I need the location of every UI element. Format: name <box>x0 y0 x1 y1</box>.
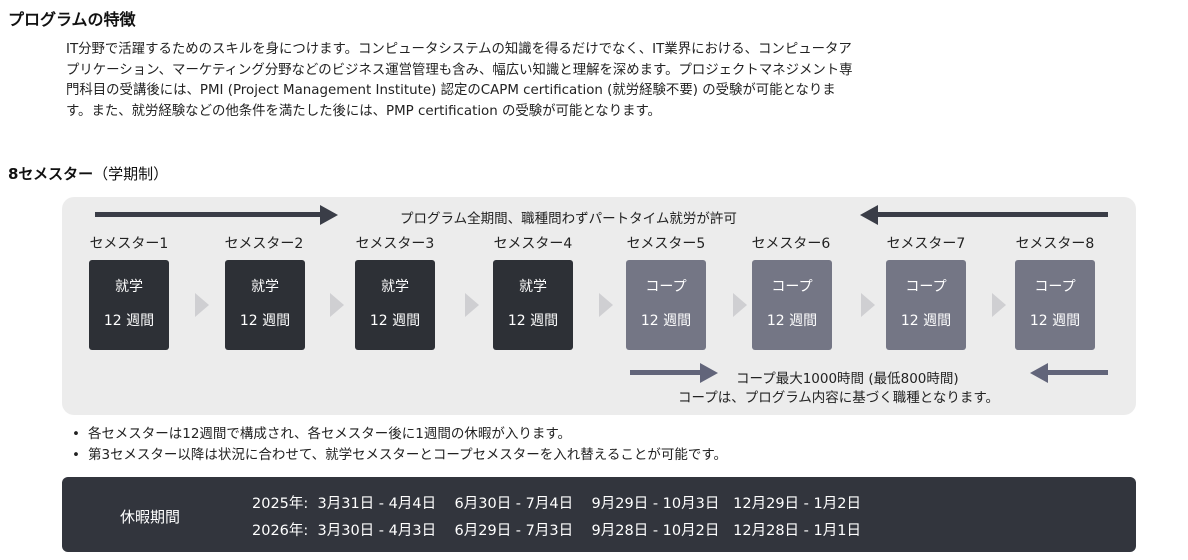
semester-duration: 12 週間 <box>239 313 291 329</box>
semester-type: 就学 <box>519 279 547 295</box>
semester-box-coop: コープ 12 週間 <box>886 260 966 350</box>
list-item: 第3セメスター以降は状況に合わせて、就学セメスターとコープセメスターを入れ替える… <box>70 445 727 466</box>
coop-hours-caption: コープ最大1000時間 (最低800時間) <box>736 371 959 387</box>
description-line: プリケーション、マーケティング分野などのビジネス運営管理も含み、幅広い知識と理解… <box>66 62 853 78</box>
semester-duration: 12 週間 <box>1029 313 1081 329</box>
parttime-caption: プログラム全期間、職種問わずパートタイム就労が許可 <box>400 211 737 227</box>
vacation-panel: 休暇期間 2025年: 3月31日 - 4月4日 6月30日 - 7月4日 9月… <box>62 477 1136 552</box>
description-line: IT分野で活躍するためのスキルを身につけます。コンピュータシステムの知識を得るだ… <box>66 42 852 57</box>
top-arrow-right-line <box>95 212 320 217</box>
coop-arrow-right-line <box>630 370 700 375</box>
program-description: IT分野で活躍するためのスキルを身につけます。コンピュータシステムの知識を得るだ… <box>66 40 1151 122</box>
chevron-right-icon <box>465 293 479 317</box>
semester-duration: 12 週間 <box>369 313 421 329</box>
list-item: 各セメスターは12週間で構成され、各セメスター後に1週間の休暇が入ります。 <box>70 424 727 445</box>
semester-type: 就学 <box>381 279 409 295</box>
page-title: プログラムの特徴 <box>8 10 136 29</box>
semester-box-study: 就学 12 週間 <box>355 260 435 350</box>
semester-type: 就学 <box>115 279 143 295</box>
semester-label: セメスター1 <box>89 236 169 252</box>
chevron-right-icon <box>330 293 344 317</box>
semester-type: コープ <box>905 279 947 295</box>
semester-label: セメスター3 <box>355 236 435 252</box>
semester-duration: 12 週間 <box>103 313 155 329</box>
semester-label: セメスター5 <box>626 236 706 252</box>
semester-box-study: 就学 12 週間 <box>493 260 573 350</box>
semester-label: セメスター6 <box>751 236 831 252</box>
chevron-right-icon <box>195 293 209 317</box>
coop-field-caption: コープは、プログラム内容に基づく職種となります。 <box>678 390 1000 406</box>
coop-arrow-left-line <box>1048 370 1108 375</box>
top-arrow-left-head <box>860 205 878 225</box>
description-line: す。また、就労経験などの他条件を満たした後には、PMP certificatio… <box>66 103 661 119</box>
semester-box-study: 就学 12 週間 <box>89 260 169 350</box>
chevron-right-icon <box>861 293 875 317</box>
semester-label: セメスター4 <box>493 236 573 252</box>
notes-list: 各セメスターは12週間で構成され、各セメスター後に1週間の休暇が入ります。 第3… <box>70 424 727 466</box>
vacation-row-2025: 2025年: 3月31日 - 4月4日 6月30日 - 7月4日 9月29日 -… <box>252 496 861 512</box>
top-arrow-right-head <box>320 205 338 225</box>
vacation-row-2026: 2026年: 3月30日 - 4月3日 6月29日 - 7月3日 9月28日 -… <box>252 523 861 539</box>
coop-arrow-right-head <box>700 363 718 383</box>
chevron-right-icon <box>992 293 1006 317</box>
semester-box-coop: コープ 12 週間 <box>752 260 832 350</box>
semester-duration: 12 週間 <box>640 313 692 329</box>
semester-duration: 12 週間 <box>766 313 818 329</box>
schedule-heading-bold: 8セメスター <box>8 165 94 183</box>
semester-type: コープ <box>771 279 813 295</box>
semester-type: 就学 <box>251 279 279 295</box>
chevron-right-icon <box>733 293 747 317</box>
semester-type: コープ <box>645 279 687 295</box>
semester-box-coop: コープ 12 週間 <box>1015 260 1095 350</box>
schedule-heading: 8セメスター（学期制） <box>8 163 168 184</box>
coop-arrow-left-head <box>1030 363 1048 383</box>
semester-label: セメスター7 <box>886 236 966 252</box>
semester-box-coop: コープ 12 週間 <box>626 260 706 350</box>
chevron-right-icon <box>599 293 613 317</box>
semester-label: セメスター2 <box>224 236 304 252</box>
schedule-heading-note: （学期制） <box>93 165 169 183</box>
semester-label: セメスター8 <box>1015 236 1095 252</box>
semester-box-study: 就学 12 週間 <box>225 260 305 350</box>
semester-duration: 12 週間 <box>900 313 952 329</box>
semester-type: コープ <box>1034 279 1076 295</box>
vacation-label: 休暇期間 <box>120 508 181 526</box>
top-arrow-left-line <box>878 212 1108 217</box>
semester-duration: 12 週間 <box>507 313 559 329</box>
description-line: 門科目の受講後には、PMI (Project Management Instit… <box>66 83 836 98</box>
